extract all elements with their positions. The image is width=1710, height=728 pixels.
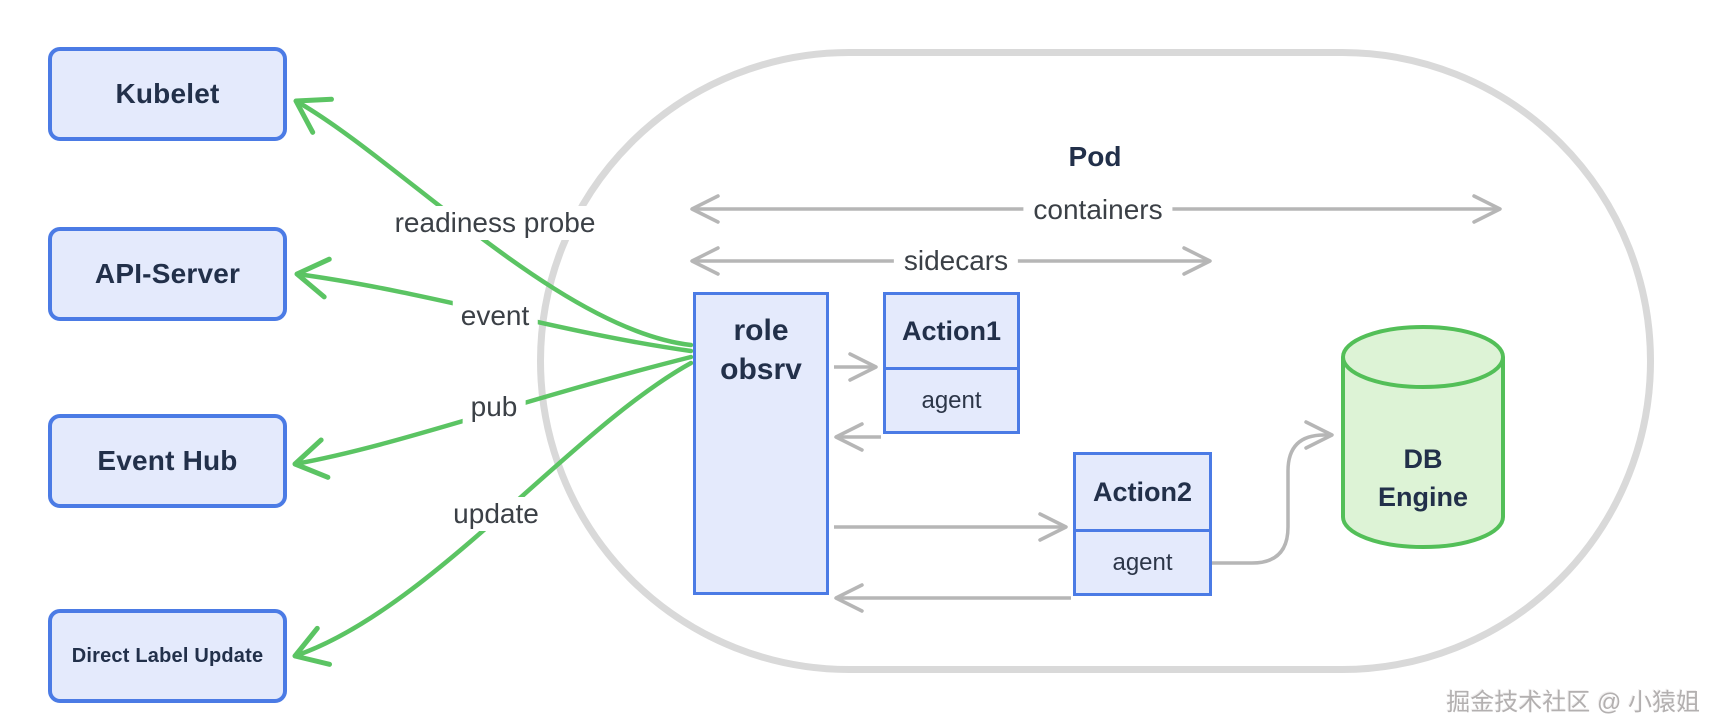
- node-action2: Action2 agent: [1073, 452, 1212, 596]
- node-event-hub: Event Hub: [48, 414, 287, 508]
- node-direct-label-update-label: Direct Label Update: [71, 644, 264, 667]
- node-event-hub-label: Event Hub: [97, 445, 238, 476]
- node-kubelet-label: Kubelet: [115, 78, 220, 109]
- flow-label-readiness-probe: readiness probe: [386, 206, 604, 240]
- node-role-observer: role obsrv: [693, 292, 829, 595]
- action1-title: Action1: [901, 315, 1001, 346]
- containers-label: containers: [1023, 194, 1173, 226]
- agent-to-db-arrow: [1212, 420, 1334, 565]
- node-api-server: API-Server: [48, 227, 287, 321]
- role-observer-line1: role: [733, 314, 789, 347]
- node-direct-label-update: Direct Label Update: [48, 609, 287, 703]
- action1-agent: agent: [886, 367, 1017, 431]
- flow-label-event: event: [452, 299, 538, 333]
- node-action1: Action1 agent: [883, 292, 1020, 434]
- flow-label-pub: pub: [462, 390, 526, 424]
- db-engine-line1: DB: [1403, 444, 1443, 474]
- action2-title: Action2: [1092, 476, 1192, 507]
- db-engine-label: DB Engine: [1343, 440, 1503, 516]
- sidecars-label: sidecars: [893, 245, 1019, 277]
- node-api-server-label: API-Server: [94, 258, 241, 289]
- action2-agent: agent: [1076, 529, 1209, 593]
- db-engine-line2: Engine: [1377, 482, 1468, 512]
- pod-title: Pod: [1068, 141, 1122, 172]
- watermark: 掘金技术社区 @ 小猿姐: [1446, 689, 1700, 716]
- node-kubelet: Kubelet: [48, 47, 287, 141]
- flow-label-update: update: [445, 497, 547, 531]
- db-cylinder-top: [1341, 325, 1505, 389]
- role-observer-line2: obsrv: [720, 353, 802, 386]
- db-cylinder-body: [1341, 357, 1505, 549]
